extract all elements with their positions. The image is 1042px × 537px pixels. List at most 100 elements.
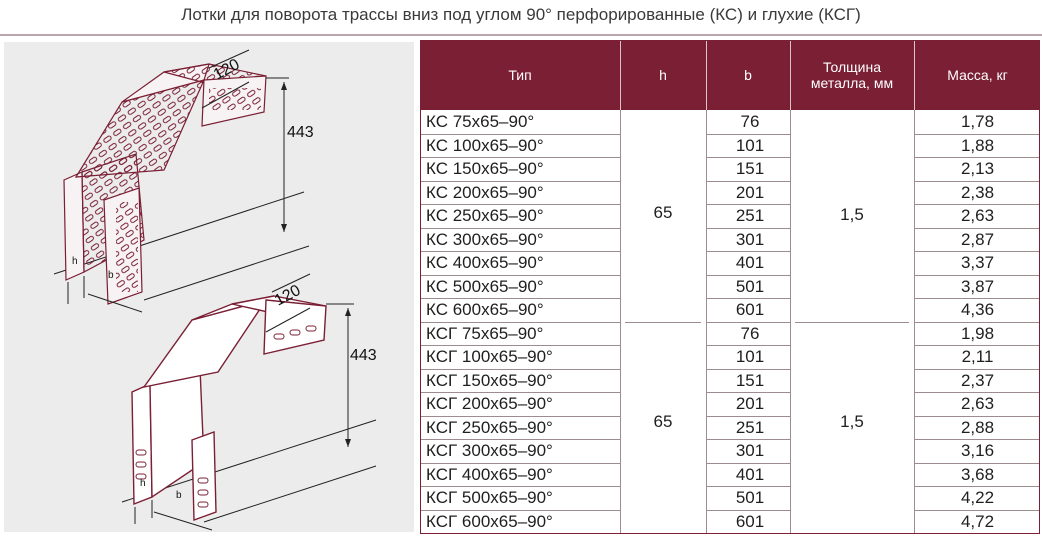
type-cell: КС 75х65–90° (426, 112, 535, 131)
row-divider (420, 180, 620, 182)
type-cell: КСГ 400х65–90° (426, 464, 553, 484)
row-divider (914, 204, 1040, 205)
mass-cell: 2,13 (960, 159, 995, 178)
row-divider (420, 509, 620, 511)
row-divider (914, 415, 1040, 417)
row-divider (706, 251, 790, 252)
row-divider (420, 274, 620, 276)
type-cell: КСГ 75х65–90° (426, 323, 544, 343)
row-divider (706, 204, 790, 205)
table-row: КСГ 400х65–90° 401 3,68 (420, 463, 1040, 487)
mass-cell: 4,72 (960, 511, 995, 531)
mass-cell: 2,88 (960, 417, 995, 437)
mass-cell: 2,11 (961, 347, 994, 366)
row-divider (420, 345, 620, 346)
row-divider (914, 462, 1040, 464)
type-cell: КС 400х65–90° (426, 253, 544, 272)
row-divider (420, 157, 620, 158)
mass-cell: 3,87 (960, 276, 995, 296)
page-title: Лотки для поворота трассы вниз под углом… (181, 5, 861, 24)
table-header: Тип h b Толщина металла, мм Масса, кг (420, 40, 1040, 110)
row-divider (706, 180, 790, 182)
row-divider (420, 462, 620, 464)
row-divider (914, 298, 1040, 299)
row-divider (914, 180, 1040, 182)
height-dimension: 443 (350, 347, 377, 364)
row-divider (420, 415, 620, 417)
type-cell: КС 150х65–90° (426, 159, 544, 178)
type-cell: КСГ 300х65–90° (426, 441, 553, 460)
b-cell: 601 (735, 300, 765, 319)
row-divider (914, 439, 1040, 440)
row-divider (914, 227, 1040, 229)
mass-cell: 1,78 (960, 112, 995, 131)
mass-cell: 4,22 (960, 488, 995, 507)
mass-cell: 2,87 (960, 229, 995, 249)
row-divider (706, 509, 790, 511)
row-divider (420, 368, 620, 370)
row-divider (706, 157, 790, 158)
table-row: КС 250х65–90° 251 2,63 (420, 204, 1040, 228)
row-divider (420, 133, 620, 135)
type-cell: КСГ 600х65–90° (426, 511, 553, 531)
row-divider (420, 321, 620, 323)
header-type: Тип (508, 67, 532, 83)
group-1-h: 65 (653, 203, 673, 222)
row-divider (914, 345, 1040, 346)
row-divider (706, 439, 790, 440)
row-divider (914, 392, 1040, 393)
row-divider (420, 251, 620, 252)
row-divider (420, 392, 620, 393)
group-divider (625, 321, 701, 323)
row-divider (706, 298, 790, 299)
b-cell: 251 (735, 417, 765, 437)
mass-cell: 1,88 (960, 135, 995, 155)
mass-cell: 3,68 (960, 464, 995, 484)
b-cell: 251 (735, 206, 765, 225)
table-row: КСГ 75х65–90° 76 1,98 (420, 322, 1040, 346)
header-thickness: Толщина металла, мм (810, 59, 894, 91)
h-label: h (72, 256, 78, 267)
type-cell: КСГ 250х65–90° (426, 417, 553, 437)
solid-tray-drawing: 443 120 h b (121, 273, 377, 531)
mass-cell: 4,36 (960, 300, 995, 319)
row-divider (914, 274, 1040, 276)
row-divider (420, 298, 620, 299)
b-cell: 76 (740, 323, 760, 343)
mass-cell: 2,38 (960, 182, 995, 202)
mass-cell: 2,63 (960, 394, 995, 413)
b-cell: 401 (735, 464, 765, 484)
mass-cell: 3,37 (960, 253, 995, 272)
row-divider (420, 227, 620, 229)
header-mass: Масса, кг (947, 67, 1008, 83)
row-divider (914, 133, 1040, 135)
tray-drawings: 443 120 h b (53, 49, 377, 531)
row-divider (706, 462, 790, 464)
row-divider (706, 274, 790, 276)
group-divider (795, 321, 909, 323)
mass-cell: 1,98 (960, 323, 995, 343)
h-label: h (140, 478, 146, 489)
b-cell: 201 (735, 182, 765, 202)
b-cell: 501 (735, 276, 765, 296)
type-cell: КС 250х65–90° (426, 206, 544, 225)
b-cell: 301 (735, 229, 765, 249)
b-cell: 101 (735, 347, 765, 366)
table-frame (420, 40, 1040, 534)
row-divider (706, 368, 790, 370)
group-2-thickness: 1,5 (840, 412, 864, 431)
row-divider (706, 392, 790, 393)
row-divider (420, 486, 620, 487)
row-divider (914, 157, 1040, 158)
mass-cell: 2,63 (960, 206, 995, 225)
row-divider (706, 486, 790, 487)
b-cell: 201 (735, 394, 765, 413)
